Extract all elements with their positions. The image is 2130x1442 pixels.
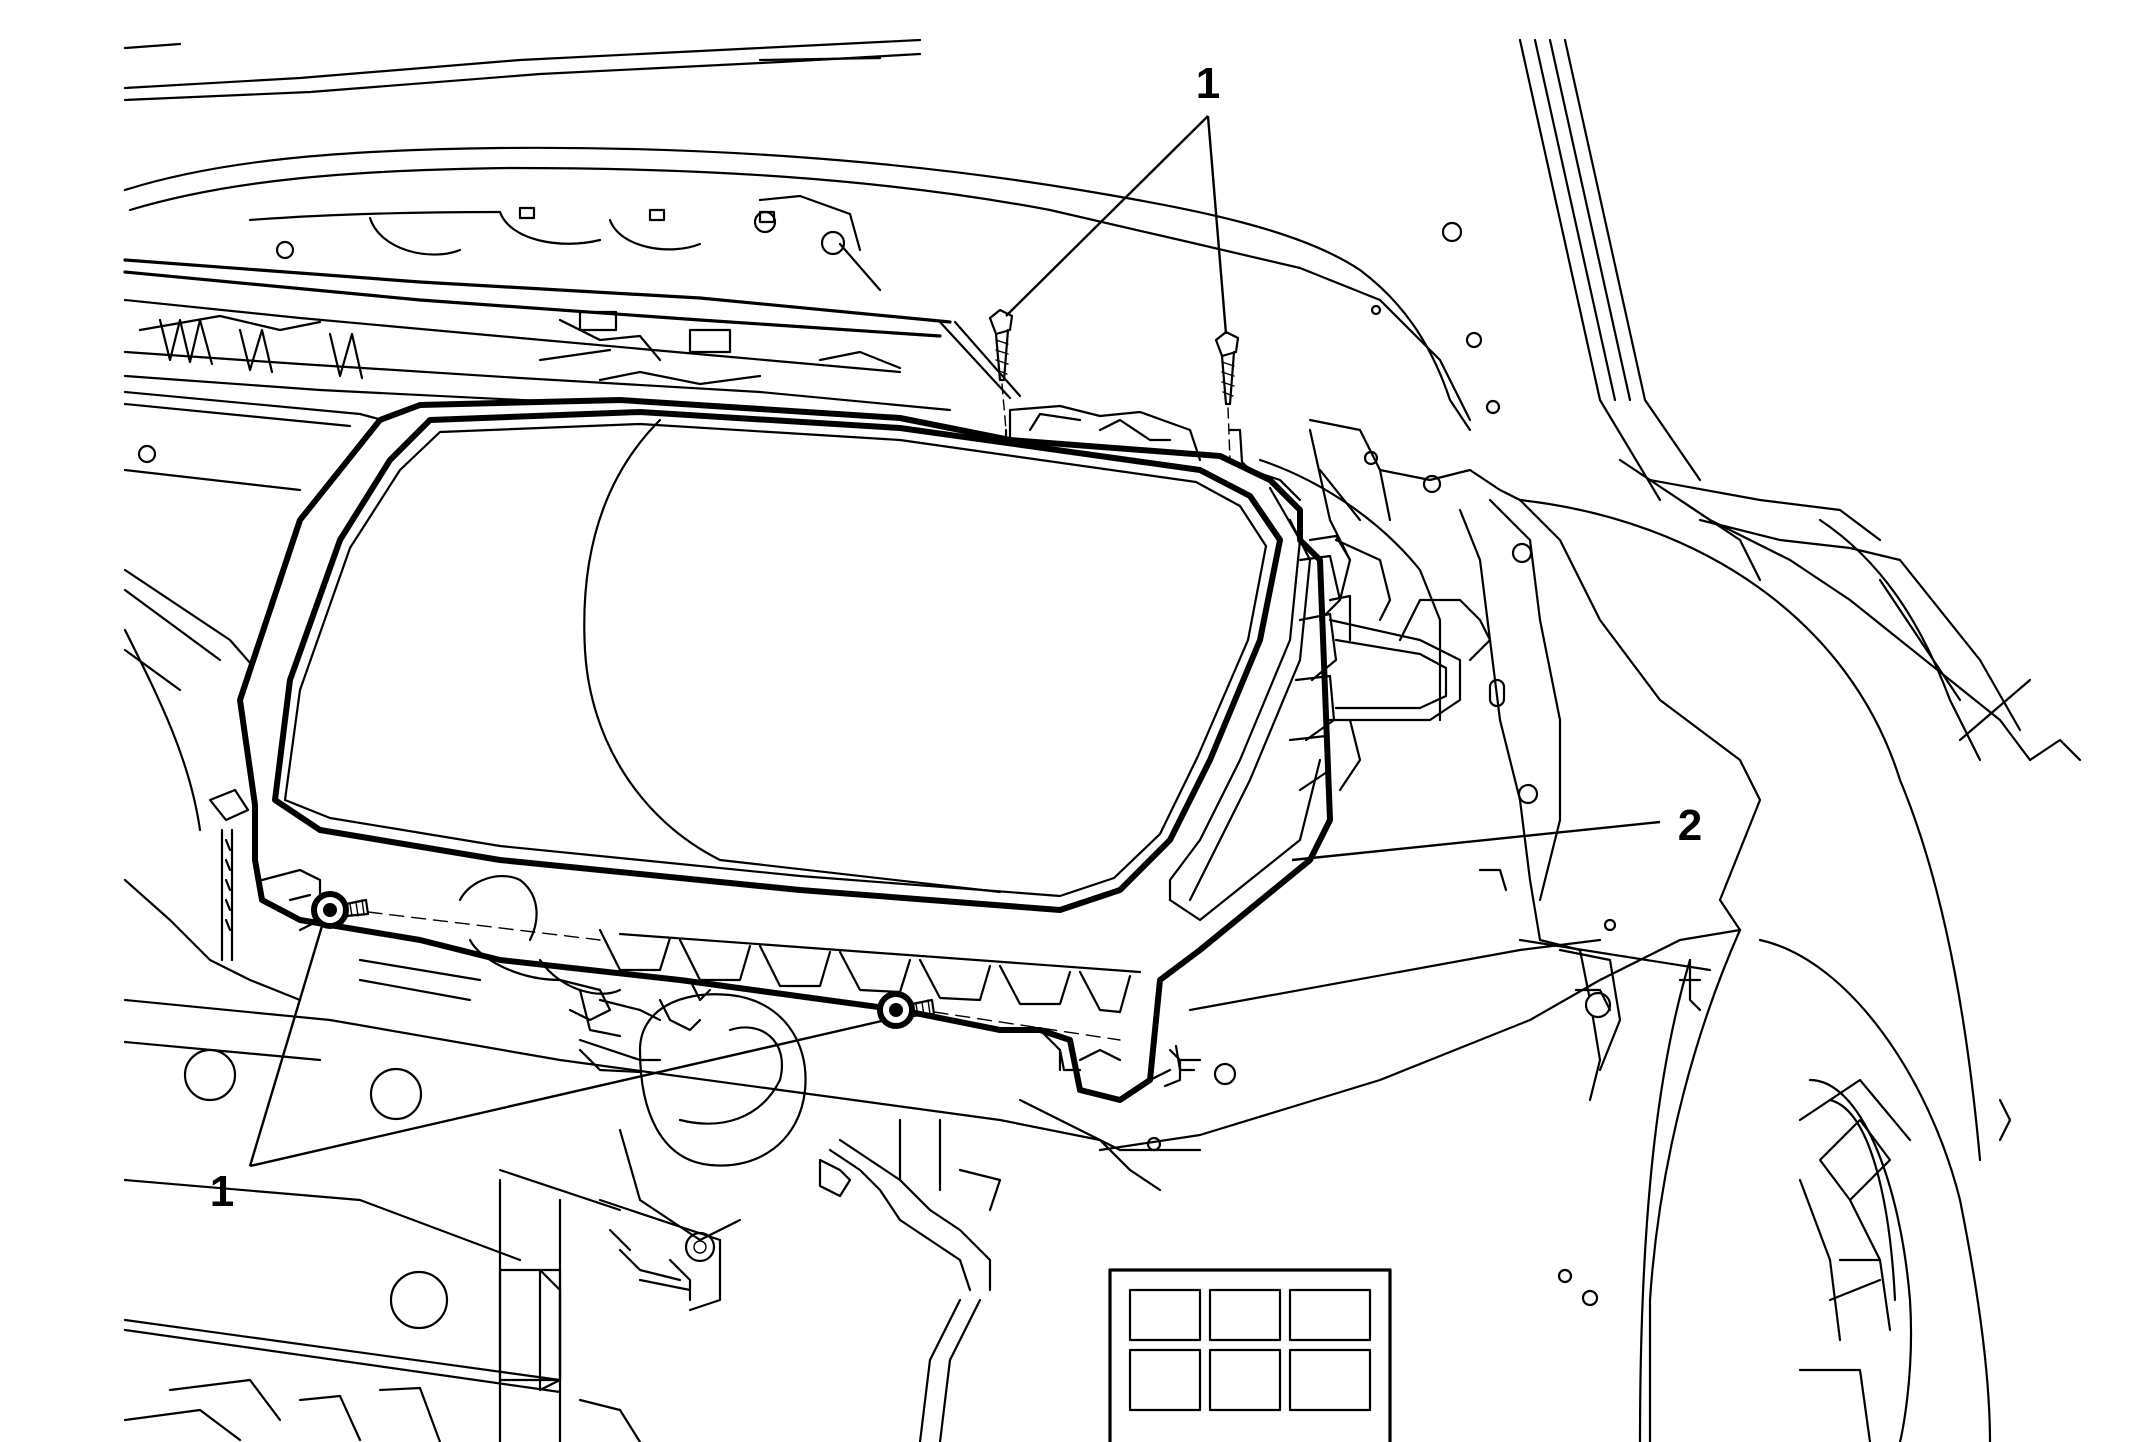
callout-label: 2: [1678, 801, 1702, 850]
callout-2: 2: [1291, 801, 1702, 862]
bolt-left: [311, 891, 370, 929]
bottom-bolts: [311, 891, 1121, 1041]
left-inner-panel: [123, 390, 422, 1002]
leader-line: [1206, 115, 1228, 335]
hood-panel: [123, 38, 1501, 432]
callout-1-bottom: 1: [210, 925, 887, 1216]
leader-line: [249, 1018, 887, 1168]
leader-line: [248, 925, 324, 1167]
leader-line: [1291, 820, 1661, 862]
screw-top-left: [988, 308, 1014, 382]
leader-line: [1005, 115, 1209, 317]
bolt-right: [877, 991, 936, 1029]
grille-vent: [1108, 1268, 1392, 1442]
lamp-housing: [237, 397, 1492, 1103]
windshield-wiper-area: [123, 258, 1022, 414]
under-housing-parts: [358, 875, 1196, 1074]
horn-assembly: [598, 993, 807, 1312]
screw-top-right: [1214, 330, 1240, 406]
fender-and-wheel: [1518, 38, 2082, 1442]
bumper-cover-right: [1258, 418, 1762, 1102]
wiring-harness: [818, 1118, 1002, 1442]
callout-1-top: 1: [1005, 59, 1228, 335]
callout-label: 1: [210, 1167, 234, 1216]
callout-label: 1: [1196, 59, 1220, 108]
top-screws: [988, 308, 1240, 482]
radiator-support: [123, 928, 1742, 1442]
